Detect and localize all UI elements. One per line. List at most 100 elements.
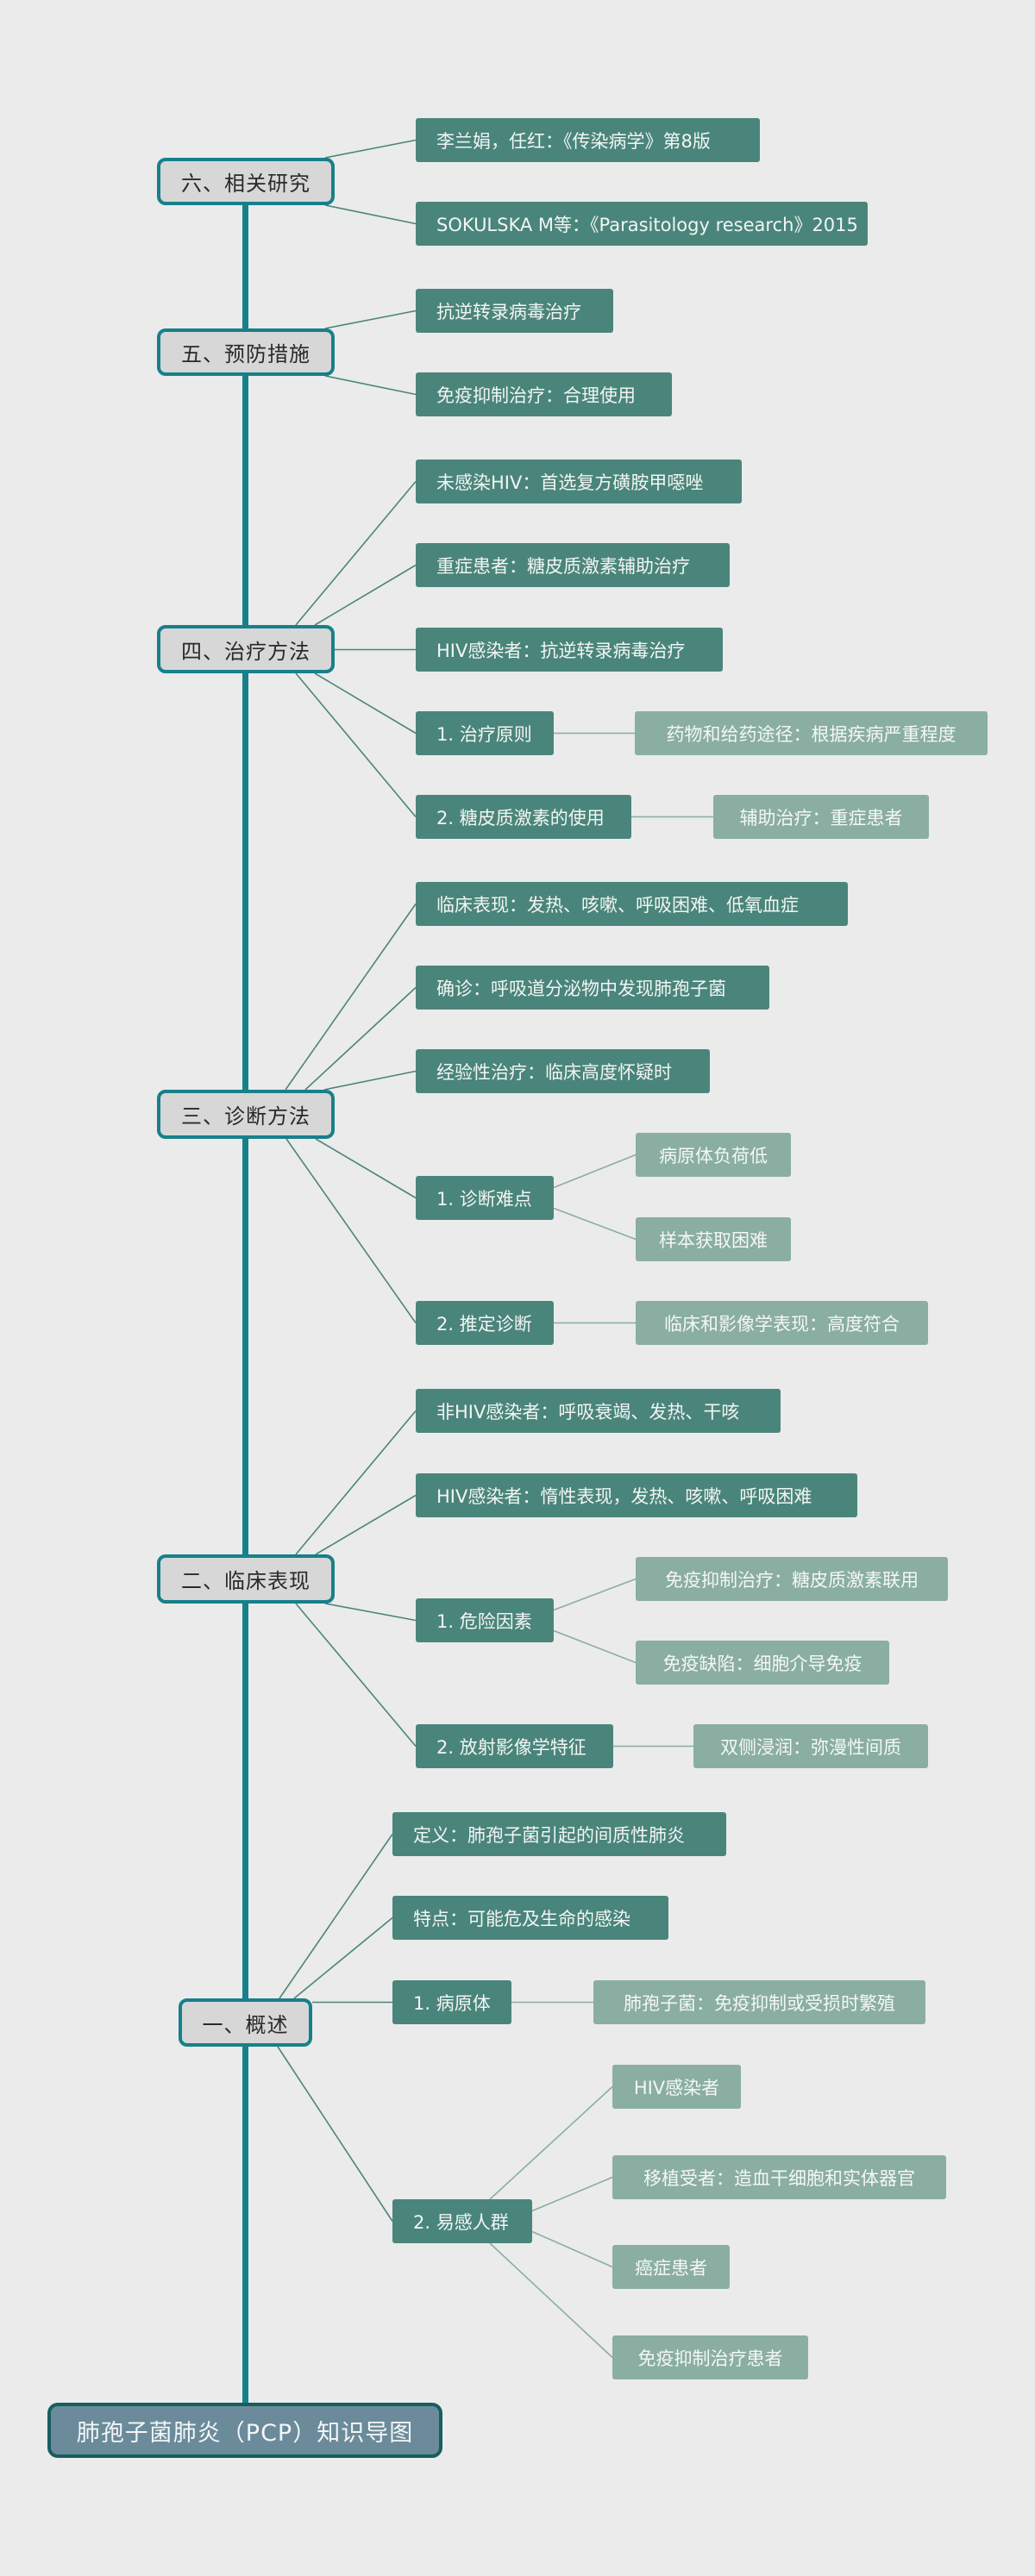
- subtopic-node[interactable]: 辅助治疗：重症患者: [713, 795, 929, 839]
- section-s5-label: 五、预防措施: [181, 342, 310, 366]
- section-s5[interactable]: 五、预防措施: [157, 328, 335, 376]
- topic-node[interactable]: 2. 糖皮质激素的使用: [416, 795, 631, 839]
- connector-line: [531, 2176, 613, 2212]
- topic-node-label: 抗逆转录病毒治疗: [436, 301, 581, 322]
- connector-line: [489, 2242, 613, 2359]
- subtopic-node-label: 辅助治疗：重症患者: [739, 807, 903, 828]
- subtopic-node-label: 免疫抑制治疗患者: [637, 2348, 783, 2369]
- topic-node-label: 免疫抑制治疗：合理使用: [436, 385, 636, 406]
- subtopic-node[interactable]: 药物和给药途径：根据疾病严重程度: [635, 711, 988, 755]
- topic-node[interactable]: 2. 推定诊断: [416, 1301, 554, 1345]
- topic-node-label: HIV感染者：抗逆转录病毒治疗: [436, 640, 686, 661]
- topic-node[interactable]: SOKULSKA M等：《Parasitology research》2015: [416, 202, 868, 246]
- connector-line: [295, 480, 417, 626]
- topic-node[interactable]: 非HIV感染者：呼吸衰竭、发热、干咳: [416, 1389, 781, 1433]
- subtopic-node-label: 移植受者：造血干细胞和实体器官: [643, 2167, 915, 2189]
- connector-line: [295, 1410, 417, 1555]
- topic-node[interactable]: 1. 危险因素: [416, 1598, 554, 1642]
- connector-line: [553, 1578, 637, 1611]
- root-topic[interactable]: 肺孢子菌肺炎（PCP）知识导图: [47, 2403, 442, 2458]
- subtopic-node[interactable]: 样本获取困难: [636, 1217, 791, 1261]
- topic-node-label: 经验性治疗：临床高度怀疑时: [436, 1061, 672, 1083]
- section-s6-label: 六、相关研究: [181, 172, 310, 196]
- topic-node-label: SOKULSKA M等：《Parasitology research》2015: [436, 214, 858, 235]
- section-s3-label: 三、诊断方法: [181, 1104, 310, 1129]
- section-s4[interactable]: 四、治疗方法: [157, 625, 335, 673]
- connector-line: [553, 1207, 637, 1241]
- topic-node-label: 2. 放射影像学特征: [436, 1736, 586, 1758]
- connector-line: [279, 1834, 393, 1999]
- section-s6[interactable]: 六、相关研究: [157, 158, 335, 205]
- subtopic-node-label: 病原体负荷低: [659, 1145, 768, 1166]
- topic-node-label: 2. 推定诊断: [436, 1313, 532, 1335]
- topic-node-label: 1. 治疗原则: [436, 723, 532, 745]
- connector-line: [293, 1916, 393, 1999]
- topic-node-label: 非HIV感染者：呼吸衰竭、发热、干咳: [436, 1401, 740, 1422]
- topic-node[interactable]: 经验性治疗：临床高度怀疑时: [416, 1049, 710, 1093]
- subtopic-node[interactable]: 癌症患者: [612, 2245, 730, 2289]
- connector-line: [553, 1154, 637, 1189]
- topic-node[interactable]: 1. 诊断难点: [416, 1176, 554, 1220]
- topic-node-label: 未感染HIV：首选复方磺胺甲噁唑: [436, 472, 704, 493]
- connector-line: [285, 903, 417, 1091]
- subtopic-node-label: HIV感染者: [633, 2077, 720, 2098]
- subtopic-node-label: 样本获取困难: [659, 1229, 768, 1251]
- subtopic-node[interactable]: 临床和影像学表现：高度符合: [636, 1301, 928, 1345]
- topic-node[interactable]: 定义：肺孢子菌引起的间质性肺炎: [392, 1812, 726, 1856]
- subtopic-node[interactable]: HIV感染者: [612, 2065, 741, 2109]
- subtopic-node[interactable]: 双侧浸润：弥漫性间质: [693, 1724, 928, 1768]
- subtopic-node-label: 癌症患者: [635, 2257, 707, 2279]
- section-s1-label: 一、概述: [202, 2012, 289, 2037]
- connector-line: [314, 564, 417, 626]
- connector-line: [324, 204, 417, 225]
- section-s3[interactable]: 三、诊断方法: [157, 1090, 335, 1139]
- section-s2[interactable]: 二、临床表现: [157, 1554, 335, 1604]
- topic-node-label: 确诊：呼吸道分泌物中发现肺孢子菌: [436, 978, 726, 999]
- topic-node[interactable]: HIV感染者：抗逆转录病毒治疗: [416, 628, 723, 672]
- subtopic-node-label: 双侧浸润：弥漫性间质: [720, 1736, 901, 1758]
- subtopic-node[interactable]: 肺孢子菌：免疫抑制或受损时繁殖: [593, 1980, 925, 2024]
- main-spine-line: [242, 205, 248, 2403]
- connector-line: [315, 1494, 417, 1555]
- topic-node[interactable]: 1. 病原体: [392, 1980, 511, 2024]
- topic-node[interactable]: 未感染HIV：首选复方磺胺甲噁唑: [416, 460, 742, 503]
- topic-node[interactable]: 李兰娟，任红：《传染病学》第8版: [416, 118, 760, 162]
- subtopic-node[interactable]: 免疫抑制治疗患者: [612, 2335, 808, 2379]
- topic-node-label: 定义：肺孢子菌引起的间质性肺炎: [413, 1824, 685, 1846]
- topic-node-label: 1. 病原体: [413, 1992, 491, 2014]
- topic-node[interactable]: 重症患者：糖皮质激素辅助治疗: [416, 543, 730, 587]
- topic-node[interactable]: HIV感染者：惰性表现，发热、咳嗽、呼吸困难: [416, 1473, 857, 1517]
- topic-node-label: 2. 糖皮质激素的使用: [436, 807, 605, 828]
- topic-node[interactable]: 特点：可能危及生命的感染: [392, 1896, 668, 1940]
- connector-line: [304, 986, 417, 1091]
- section-s4-label: 四、治疗方法: [181, 639, 310, 664]
- topic-node[interactable]: 2. 易感人群: [392, 2199, 532, 2243]
- topic-node-label: 特点：可能危及生命的感染: [413, 1908, 630, 1929]
- connector-line: [285, 1138, 417, 1323]
- subtopic-node[interactable]: 病原体负荷低: [636, 1133, 791, 1177]
- topic-node[interactable]: 1. 治疗原则: [416, 711, 554, 755]
- topic-node[interactable]: 临床表现：发热、咳嗽、呼吸困难、低氧血症: [416, 882, 848, 926]
- subtopic-node-label: 药物和给药途径：根据疾病严重程度: [666, 723, 957, 745]
- topic-node[interactable]: 确诊：呼吸道分泌物中发现肺孢子菌: [416, 966, 769, 1010]
- topic-node[interactable]: 抗逆转录病毒治疗: [416, 289, 613, 333]
- subtopic-node[interactable]: 移植受者：造血干细胞和实体器官: [612, 2155, 946, 2199]
- root-topic-label: 肺孢子菌肺炎（PCP）知识导图: [76, 2419, 414, 2447]
- topic-node[interactable]: 2. 放射影像学特征: [416, 1724, 613, 1768]
- connector-line: [531, 2230, 613, 2268]
- topic-node-label: 重症患者：糖皮质激素辅助治疗: [436, 555, 690, 577]
- connector-line: [324, 1603, 417, 1622]
- topic-node-label: 2. 易感人群: [413, 2211, 509, 2233]
- subtopic-node[interactable]: 免疫抑制治疗：糖皮质激素联用: [636, 1557, 948, 1601]
- connector-line: [314, 672, 417, 735]
- connector-line: [323, 1070, 417, 1091]
- topic-node-label: 临床表现：发热、咳嗽、呼吸困难、低氧血症: [436, 894, 799, 916]
- topic-node[interactable]: 免疫抑制治疗：合理使用: [416, 372, 672, 416]
- connector-line: [489, 2085, 613, 2200]
- topic-node-label: HIV感染者：惰性表现，发热、咳嗽、呼吸困难: [436, 1485, 812, 1507]
- section-s1[interactable]: 一、概述: [179, 1998, 312, 2047]
- connector-line: [324, 139, 417, 159]
- subtopic-node[interactable]: 免疫缺陷：细胞介导免疫: [636, 1641, 889, 1685]
- topic-node-label: 1. 危险因素: [436, 1610, 532, 1632]
